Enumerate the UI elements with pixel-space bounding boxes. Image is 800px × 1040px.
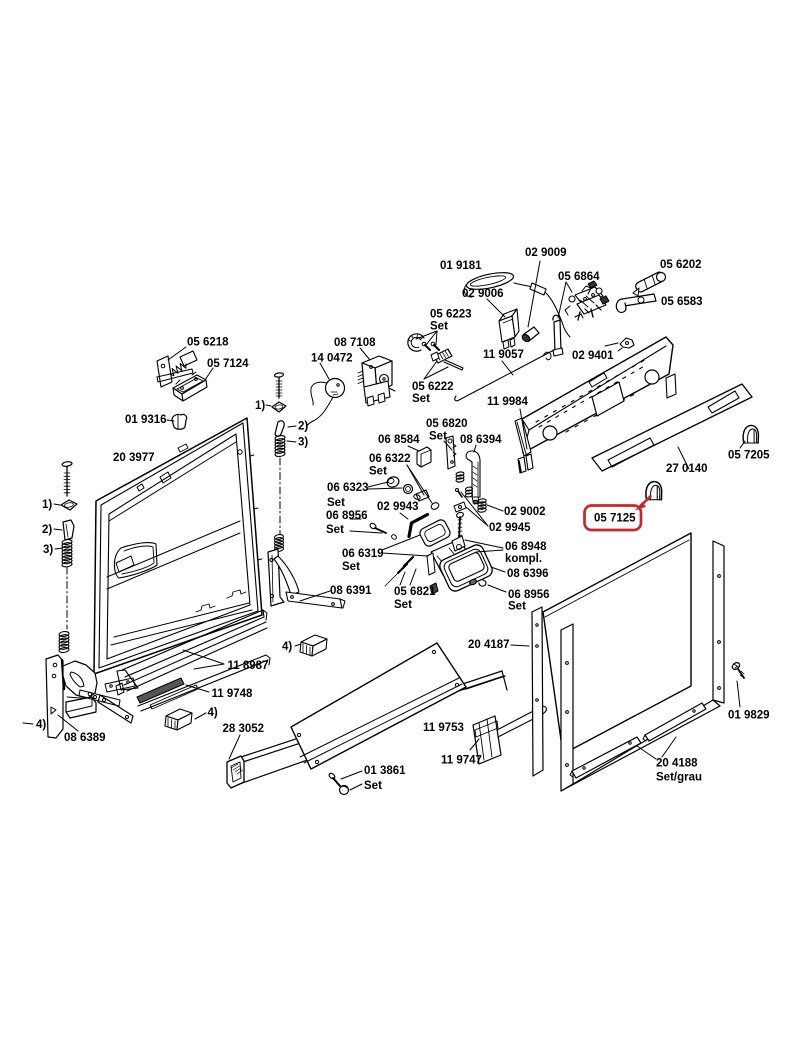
svg-text:02 9945: 02 9945 — [489, 522, 531, 534]
svg-text:01 9181: 01 9181 — [440, 260, 482, 272]
svg-text:3): 3) — [298, 437, 308, 449]
svg-text:05 6202: 05 6202 — [660, 259, 702, 271]
svg-text:02 9006: 02 9006 — [462, 288, 504, 300]
svg-text:11 8987: 11 8987 — [228, 660, 269, 672]
svg-text:11 9057: 11 9057 — [483, 349, 524, 361]
svg-text:06 8584: 06 8584 — [378, 434, 420, 446]
svg-text:4): 4) — [208, 707, 218, 719]
svg-text:08 6391: 08 6391 — [330, 585, 372, 597]
svg-text:08 7108: 08 7108 — [334, 337, 376, 349]
svg-text:28 3052: 28 3052 — [223, 723, 265, 735]
svg-text:Set: Set — [394, 599, 412, 611]
svg-text:05 6583: 05 6583 — [661, 296, 703, 308]
svg-text:08 6396: 08 6396 — [507, 568, 549, 580]
svg-text:05 7125: 05 7125 — [594, 513, 636, 525]
svg-text:11 9984: 11 9984 — [487, 396, 529, 408]
svg-text:Set: Set — [412, 393, 430, 405]
svg-text:27 0140: 27 0140 — [666, 463, 708, 475]
svg-text:05 6218: 05 6218 — [187, 337, 229, 349]
svg-text:06 8956: 06 8956 — [508, 589, 550, 601]
svg-text:2): 2) — [42, 524, 52, 536]
svg-text:08 6389: 08 6389 — [64, 732, 106, 744]
svg-text:20 4188: 20 4188 — [656, 758, 698, 770]
svg-text:kompl.: kompl. — [505, 553, 542, 565]
svg-text:1): 1) — [255, 400, 265, 412]
svg-text:02 9002: 02 9002 — [504, 506, 546, 518]
svg-text:05 6820: 05 6820 — [426, 418, 468, 430]
svg-text:20 3977: 20 3977 — [113, 452, 155, 464]
svg-text:11 9748: 11 9748 — [212, 688, 254, 700]
svg-text:4): 4) — [36, 719, 46, 731]
svg-text:Set: Set — [430, 321, 448, 333]
svg-text:Set: Set — [364, 780, 382, 792]
svg-text:05 6223: 05 6223 — [430, 309, 472, 321]
svg-text:05 6864: 05 6864 — [558, 271, 600, 283]
svg-text:Set: Set — [369, 466, 387, 478]
svg-text:06 8948: 06 8948 — [505, 541, 547, 553]
svg-text:Set/grau: Set/grau — [656, 772, 702, 784]
svg-text:Set: Set — [326, 524, 344, 536]
svg-text:06 8956: 06 8956 — [326, 510, 368, 522]
svg-text:2): 2) — [298, 421, 308, 433]
svg-text:14 0472: 14 0472 — [311, 353, 353, 365]
svg-text:Set: Set — [429, 431, 447, 443]
svg-text:Set: Set — [327, 497, 345, 509]
svg-text:20 4187: 20 4187 — [468, 639, 510, 651]
svg-text:06 6319: 06 6319 — [342, 548, 384, 560]
svg-text:05 6222: 05 6222 — [412, 381, 454, 393]
svg-text:01 3861: 01 3861 — [364, 765, 406, 777]
svg-text:06 6322: 06 6322 — [369, 453, 411, 465]
svg-text:05 6821: 05 6821 — [394, 586, 436, 598]
svg-text:01 9829: 01 9829 — [728, 710, 770, 722]
svg-text:02 9943: 02 9943 — [377, 501, 419, 513]
svg-text:11 9747: 11 9747 — [441, 755, 482, 767]
svg-text:Set: Set — [342, 561, 360, 573]
svg-text:05 7205: 05 7205 — [728, 450, 770, 462]
svg-text:02 9009: 02 9009 — [525, 247, 567, 259]
svg-text:05 7124: 05 7124 — [207, 358, 249, 370]
svg-text:1): 1) — [42, 499, 52, 511]
svg-text:01 9316: 01 9316 — [125, 414, 167, 426]
svg-text:Set: Set — [508, 601, 526, 613]
svg-text:02 9401: 02 9401 — [572, 350, 614, 362]
svg-text:08 6394: 08 6394 — [460, 434, 502, 446]
svg-text:3): 3) — [43, 544, 53, 556]
svg-text:11 9753: 11 9753 — [423, 722, 464, 734]
svg-text:4): 4) — [282, 641, 292, 653]
svg-text:06 6323: 06 6323 — [327, 482, 369, 494]
